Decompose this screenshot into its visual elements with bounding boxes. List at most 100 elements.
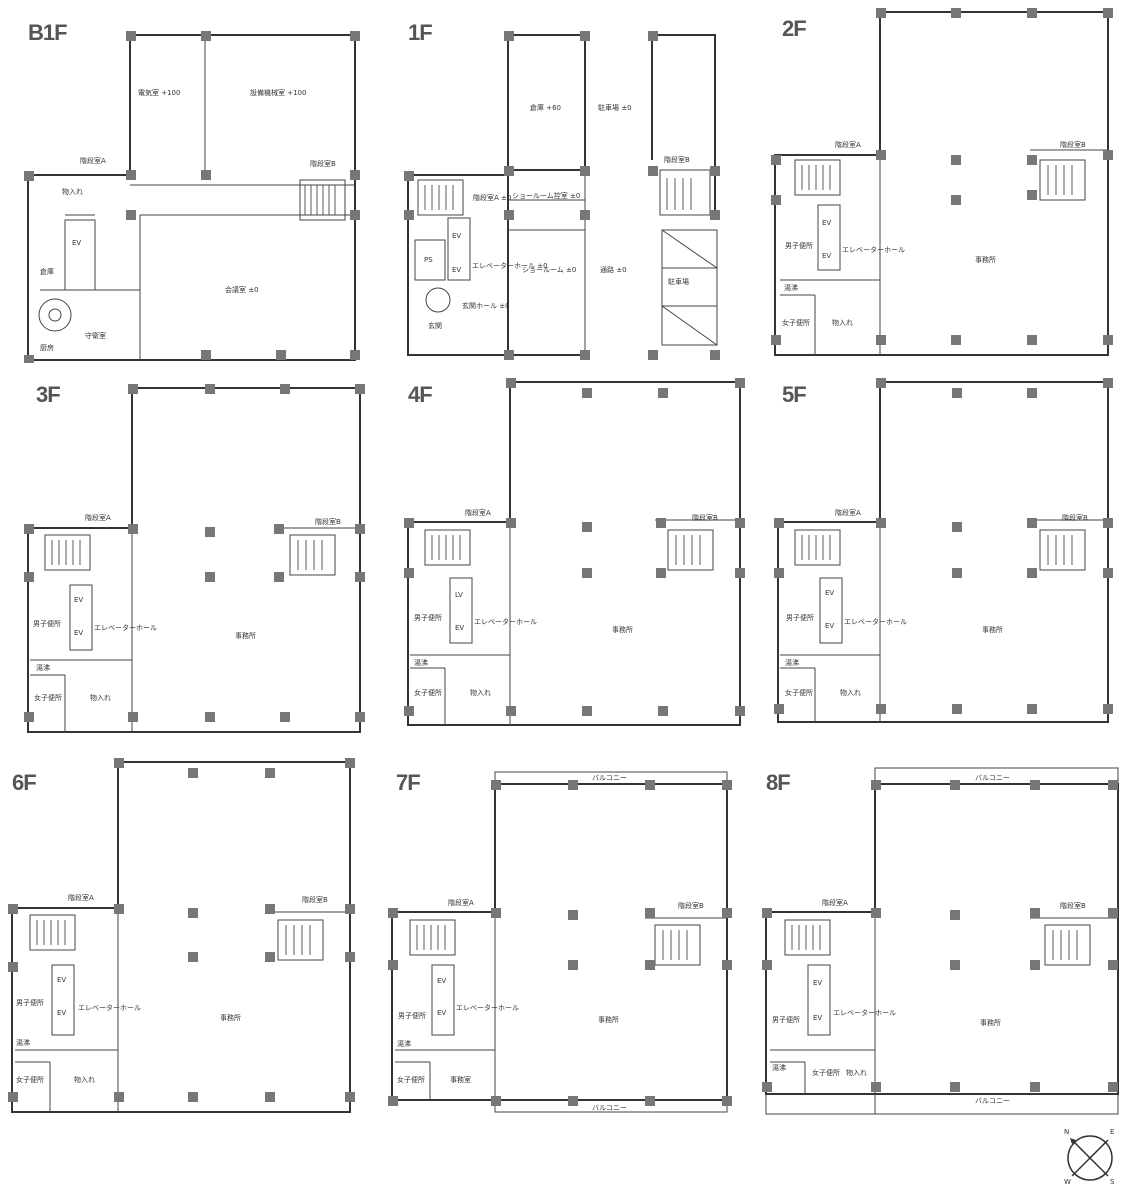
room-label: エレベーターホール bbox=[78, 1003, 141, 1012]
room-label: 女子便所 bbox=[414, 688, 442, 697]
room-label: 階段室A bbox=[80, 156, 106, 165]
room-label: 男子便所 bbox=[398, 1011, 426, 1020]
room-label: 階段室A bbox=[465, 508, 491, 517]
room-label: 階段室A bbox=[835, 508, 861, 517]
room-label: 湯沸 bbox=[397, 1039, 411, 1048]
room-label: 湯沸 bbox=[772, 1063, 786, 1072]
room-label: 倉庫 bbox=[40, 267, 54, 276]
room-label: 湯沸 bbox=[16, 1038, 30, 1047]
room-label: 事務所 bbox=[982, 625, 1003, 634]
floor-label-2f: 2F bbox=[782, 16, 807, 41]
room-label: エレベーターホール bbox=[842, 245, 905, 254]
room-label: 湯沸 bbox=[784, 283, 798, 292]
room-label: 男子便所 bbox=[414, 613, 442, 622]
room-label: EV bbox=[455, 624, 464, 632]
room-label: 男子便所 bbox=[786, 613, 814, 622]
room-label: エレベーターホール bbox=[844, 617, 907, 626]
room-label: 玄関 bbox=[428, 321, 442, 330]
floor-label-1f: 1F bbox=[408, 20, 433, 45]
room-label: 男子便所 bbox=[785, 241, 813, 250]
room-label: 階段室B bbox=[1060, 901, 1086, 910]
room-label: 物入れ bbox=[832, 318, 853, 327]
room-label: EV bbox=[813, 1014, 822, 1022]
compass-south: S bbox=[1110, 1178, 1115, 1186]
room-label: EV bbox=[822, 219, 831, 227]
room-label: EV bbox=[452, 232, 461, 240]
room-label: 男子便所 bbox=[33, 619, 61, 628]
room-label: バルコニー bbox=[975, 774, 1010, 782]
room-label: 階段室A bbox=[822, 898, 848, 907]
room-label: 男子便所 bbox=[772, 1015, 800, 1024]
compass-east: E bbox=[1110, 1128, 1115, 1136]
room-label: EV bbox=[437, 977, 446, 985]
floor-plan-8f: バルコニー 階段室A 階段室B EV EV 男子便所 エレベーターホール 事務所… bbox=[762, 767, 1119, 1115]
room-label: 事務所 bbox=[980, 1018, 1001, 1027]
compass-rose: N E W S bbox=[1060, 1128, 1120, 1188]
room-label: 階段室B bbox=[310, 159, 336, 168]
floor-plan-7f: バルコニー 階段室A 階段室B EV EV 男子便所 エレベーターホール 事務所… bbox=[388, 771, 732, 1113]
floor-label-3f: 3F bbox=[36, 382, 61, 407]
room-label: EV bbox=[437, 1009, 446, 1017]
room-label: PS bbox=[424, 256, 433, 264]
room-label: エレベーターホール ±0 bbox=[472, 261, 548, 270]
room-label: 物入れ bbox=[470, 688, 491, 697]
room-label: 階段室B bbox=[1062, 513, 1088, 522]
floor-plan-6f: 階段室A 階段室B EV EV 男子便所 エレベーターホール 事務所 湯沸 女子… bbox=[8, 758, 355, 1113]
room-label: 守衛室 bbox=[85, 331, 106, 340]
room-label: 電気室 +100 bbox=[138, 88, 180, 97]
floor-plan-3f: 階段室A 階段室B EV EV 男子便所 エレベーターホール 事務所 湯沸 女子… bbox=[24, 384, 365, 733]
room-label: 階段室B bbox=[692, 513, 718, 522]
compass-west: W bbox=[1064, 1178, 1071, 1186]
room-label: EV bbox=[813, 979, 822, 987]
room-label: 階段室A bbox=[448, 898, 474, 907]
room-label: EV bbox=[452, 266, 461, 274]
room-label: 設備機械室 +100 bbox=[250, 88, 306, 97]
room-label: 事務所 bbox=[975, 255, 996, 264]
room-label: EV bbox=[822, 252, 831, 260]
room-label: 階段室B bbox=[302, 895, 328, 904]
room-label: 事務所 bbox=[598, 1015, 619, 1024]
compass-north: N bbox=[1064, 1128, 1070, 1136]
floor-label-5f: 5F bbox=[782, 382, 807, 407]
floor-label-7f: 7F bbox=[396, 770, 421, 795]
room-label: 湯沸 bbox=[785, 658, 799, 667]
room-label: ショールーム ±0 bbox=[522, 266, 576, 274]
room-label: 階段室A ±0 bbox=[473, 193, 511, 202]
room-label: 女子便所 bbox=[34, 693, 62, 702]
room-label: 湯沸 bbox=[414, 658, 428, 667]
floor-plan-2f: 階段室A 階段室B EV EV 男子便所 エレベーターホール 事務所 湯沸 女子… bbox=[771, 8, 1113, 356]
floor-label-b1f: B1F bbox=[28, 20, 68, 45]
room-label: 女子便所 bbox=[782, 318, 810, 327]
floor-plan-4f: 階段室A 階段室B LV EV 男子便所 エレベーターホール 事務所 湯沸 女子… bbox=[404, 378, 745, 726]
room-label: 物入れ bbox=[846, 1068, 867, 1077]
room-label: 階段室A bbox=[68, 893, 94, 902]
room-label: 物入れ bbox=[74, 1075, 95, 1084]
floor-plan-5f: 階段室A 階段室B EV EV 男子便所 エレベーターホール 事務所 湯沸 女子… bbox=[774, 378, 1113, 723]
room-label: エレベーターホール bbox=[474, 617, 537, 626]
room-label: 通路 ±0 bbox=[600, 265, 627, 274]
room-label: 倉庫 +60 bbox=[530, 103, 561, 112]
room-label: EV bbox=[74, 596, 83, 604]
compass-icon bbox=[1067, 1135, 1113, 1181]
room-label: 事務所 bbox=[612, 625, 633, 634]
room-label: バルコニー bbox=[592, 1104, 627, 1112]
room-label: 会議室 ±0 bbox=[225, 285, 259, 294]
room-label: ショールーム控室 ±0 bbox=[512, 191, 580, 200]
room-label: エレベーターホール bbox=[456, 1003, 519, 1012]
room-label: 物入れ bbox=[62, 187, 83, 196]
room-label: EV bbox=[825, 589, 834, 597]
room-label: 物入れ bbox=[90, 693, 111, 702]
room-label: 男子便所 bbox=[16, 998, 44, 1007]
room-label: 駐車場 bbox=[668, 277, 689, 286]
room-label: 階段室A bbox=[835, 140, 861, 149]
room-label: 事務所 bbox=[235, 631, 256, 640]
room-label: 玄関ホール ±0 bbox=[462, 301, 510, 310]
room-label: EV bbox=[74, 629, 83, 637]
room-label: 女子便所 bbox=[812, 1068, 840, 1077]
room-label: LV bbox=[455, 591, 463, 599]
room-label: EV bbox=[825, 622, 834, 630]
room-label: 厨房 bbox=[40, 343, 54, 352]
room-label: 階段室B bbox=[664, 155, 690, 164]
floor-label-6f: 6F bbox=[12, 770, 37, 795]
